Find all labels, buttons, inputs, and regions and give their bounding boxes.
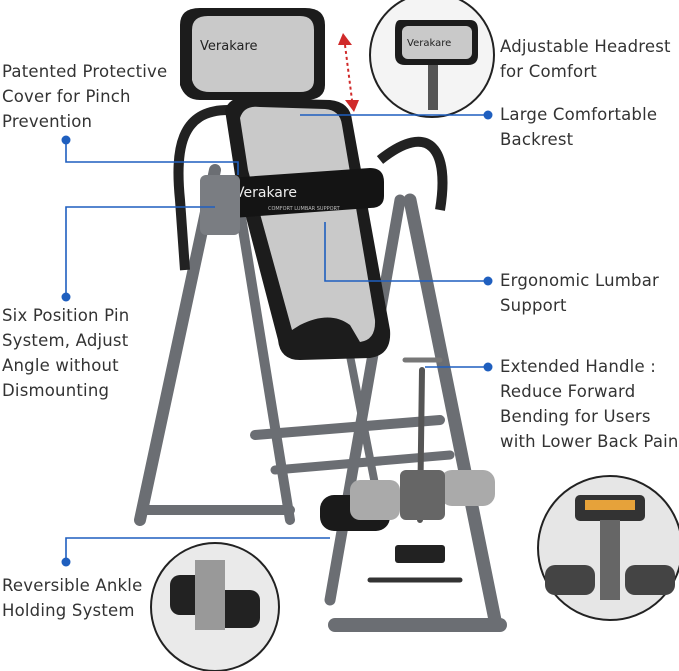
callout-line: Reversible Ankle [2,576,143,595]
callout-dots [61,110,493,567]
callout-line: Prevention [2,112,93,131]
headrest-inset: Verakare [369,0,495,118]
callout-line: Ergonomic Lumbar [500,271,660,290]
headrest: Verakare [180,8,325,100]
callout-line: Holding System [2,601,135,620]
callout-backrest: Large Comfortable Backrest [500,102,657,152]
lumbar-support: Verakare COMFORT LUMBAR SUPPORT [218,168,384,218]
svg-text:Verakare: Verakare [407,38,451,49]
callout-line: Backrest [500,130,574,149]
callout-line: Support [500,296,567,315]
callout-lumbar: Ergonomic Lumbar Support [500,268,659,318]
callout-lines [65,114,488,562]
callout-pinch-protection: Patented Protective Cover for Pinch Prev… [2,59,167,134]
callout-line: Bending for Users [500,407,651,426]
callout-line: Extended Handle : [500,357,657,376]
callout-headrest: Adjustable Headrest for Comfort [500,34,671,84]
svg-text:Verakare: Verakare [200,39,258,54]
callout-ankle: Reversible Ankle Holding System [2,573,142,623]
handle-inset [537,475,679,621]
callout-line: for Comfort [500,62,597,81]
callout-handle: Extended Handle : Reduce Forward Bending… [500,354,679,454]
callout-line: Large Comfortable [500,105,658,124]
svg-text:Verakare: Verakare [235,185,297,201]
callout-line: Angle without [2,356,119,375]
frame [134,164,507,632]
right-handle [376,136,448,211]
callout-line: Adjustable Headrest [500,37,671,56]
callout-line: Reduce Forward [500,382,636,401]
callout-line: Patented Protective [2,62,168,81]
left-handle [173,105,229,271]
ankle-inset [150,542,280,671]
backrest [225,97,391,360]
callout-line: Cover for Pinch [2,87,131,106]
callout-line: System, Adjust [2,331,129,350]
callout-pin-system: Six Position Pin System, Adjust Angle wi… [2,303,129,403]
adjust-arrow-icon [338,33,359,112]
callout-line: Six Position Pin [2,306,130,325]
callout-line: Dismounting [2,381,110,400]
svg-text:COMFORT LUMBAR SUPPORT: COMFORT LUMBAR SUPPORT [268,206,341,212]
callout-line: with Lower Back Pain [500,432,679,451]
pin-system [200,175,240,235]
ankle-holder [320,470,495,563]
